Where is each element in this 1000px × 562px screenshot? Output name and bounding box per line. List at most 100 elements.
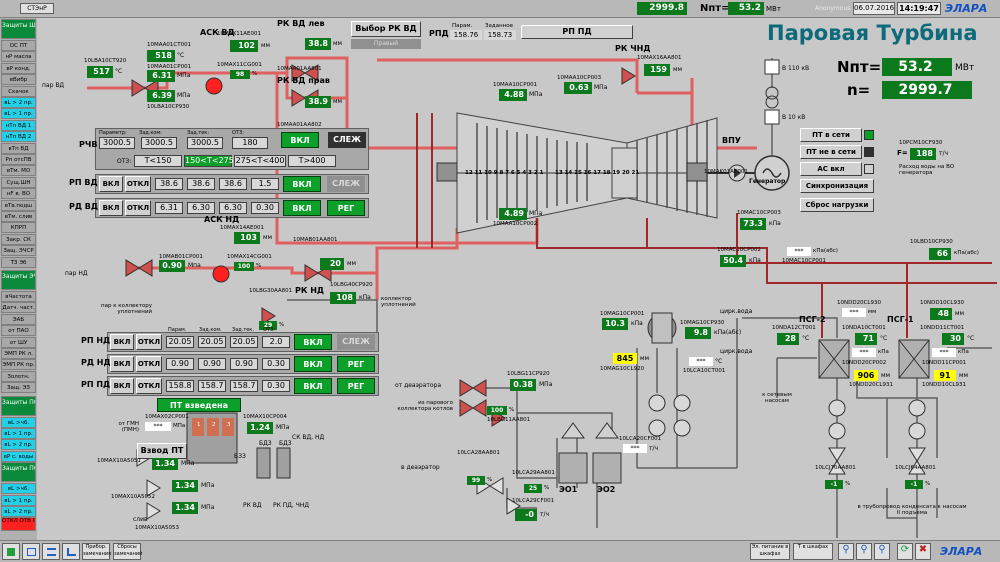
sidebar-protection-item[interactable]: вТм. слив: [1, 211, 36, 222]
rp-vd-mode[interactable]: СЛЕЖ: [327, 176, 365, 192]
sidebar-protection-item[interactable]: Защ. ЭЧСР: [1, 245, 36, 257]
sidebar-protection-item[interactable]: нF в. ВО: [1, 188, 36, 200]
rk-nd-press-value: 108: [330, 292, 356, 304]
chart-icon[interactable]: [62, 543, 80, 560]
sidebar-protection-item[interactable]: вЧастота: [1, 291, 36, 302]
sidebar-protection-item[interactable]: вТп ВД: [1, 142, 36, 154]
sidebar-protection-item[interactable]: от ПАО: [1, 325, 36, 337]
psg1-level-unit: мм: [959, 372, 969, 379]
sidebar-protection-item[interactable]: вL > 2 пр.: [1, 506, 36, 517]
rp-nd-on-button[interactable]: ВКЛ: [110, 334, 134, 350]
as-on-button[interactable]: АС вкл: [800, 162, 862, 176]
rk-chnd-value: 159: [644, 64, 670, 76]
pt-not-in-net-button[interactable]: ПТ не в сети: [800, 145, 862, 159]
mac-p3-tag: 10MAC10CP003: [737, 210, 781, 216]
pt-in-net-button[interactable]: ПТ в сети: [800, 128, 862, 142]
sidebar-protection-item[interactable]: Сущ.ШН: [1, 176, 36, 188]
rchv-on-button[interactable]: ВКЛ: [281, 132, 319, 148]
rp-pd-on-button[interactable]: ВКЛ: [110, 378, 134, 394]
rk-vd-lev-tag: 10MAA01AA801: [277, 66, 322, 72]
sidebar-protection-item[interactable]: ОС ПТ: [1, 40, 36, 51]
sidebar-protection-item[interactable]: ОТКЛ ОТВ ОТОПЛ.: [1, 517, 36, 532]
sidebar-protection-item[interactable]: Золотн.: [1, 370, 36, 382]
psg1-label: ПСГ-1: [887, 315, 914, 324]
rp-vd-mode-on[interactable]: ВКЛ: [283, 176, 321, 192]
reset-remarks-button[interactable]: Сбросы замечаний: [113, 543, 142, 560]
rp-vd-off-button[interactable]: ОТКЛ: [125, 176, 151, 192]
zoom-out-icon[interactable]: ⚲: [856, 543, 872, 560]
rchv-range-2[interactable]: 150<T<275: [184, 155, 234, 167]
rp-pd-mode[interactable]: РЕГ: [337, 378, 375, 394]
sidebar-protection-item[interactable]: Закр. СК: [1, 233, 36, 245]
rchv-range-3[interactable]: 275<T<400: [234, 155, 286, 167]
rchv-mode-button[interactable]: СЛЕЖ: [328, 132, 366, 148]
stenr-button[interactable]: СТЭнР: [20, 3, 54, 14]
sidebar-protection-item[interactable]: вL >ч6.: [1, 416, 36, 428]
zoom-in-icon[interactable]: ⚲: [838, 543, 854, 560]
rchv-range-4[interactable]: T>400: [288, 155, 336, 167]
list-icon[interactable]: [42, 543, 60, 560]
elara-logo-top: ЭЛАРА: [945, 2, 988, 15]
cabinet-temp-button[interactable]: T в шкафах: [793, 543, 833, 560]
sidebar-protection-item[interactable]: нТп ВД 2: [1, 131, 36, 143]
sidebar-protection-item[interactable]: вL > 2 пр.: [1, 439, 36, 451]
windows-icon[interactable]: [22, 543, 40, 560]
select-rk-vd-button[interactable]: Выбор РК ВД: [351, 21, 421, 37]
rchv-param: 3000.5: [99, 137, 135, 149]
rd-nd-mode[interactable]: РЕГ: [337, 356, 375, 372]
sidebar-protection-item[interactable]: вТм. МО: [1, 165, 36, 177]
home-icon[interactable]: [2, 543, 20, 560]
sidebar-protection-item[interactable]: нТп ВД 1: [1, 119, 36, 131]
rp-nd-mode[interactable]: СЛЕЖ: [337, 334, 375, 350]
rd-vd-off-button[interactable]: ОТКЛ: [125, 200, 151, 216]
rd-nd-off-button[interactable]: ОТКЛ: [136, 356, 162, 372]
sidebar-protection-item[interactable]: вВибр: [1, 74, 36, 86]
close-icon[interactable]: ✖: [915, 543, 931, 560]
sidebar-protection-item[interactable]: вТв.подш: [1, 199, 36, 211]
refresh-icon[interactable]: ⟳: [897, 543, 913, 560]
cond-p1-unit: кПа: [631, 320, 643, 327]
sidebar-protection-item[interactable]: вL > 1 пр.: [1, 108, 36, 120]
rp-pd-button[interactable]: РП ПД: [521, 25, 633, 39]
sidebar-protection-item[interactable]: ТЗ Эб: [1, 256, 36, 268]
cond-p1-value: 10.3: [602, 318, 628, 330]
sidebar-protection-item[interactable]: КПРП: [1, 222, 36, 234]
rk-chnd-label: РК ЧНД: [615, 44, 651, 53]
sidebar-protection-item[interactable]: Скачок: [1, 85, 36, 97]
generator-label: Генератор: [749, 178, 786, 185]
sidebar-protection-item[interactable]: вL > 1 пр.: [1, 428, 36, 439]
sidebar-protection-item[interactable]: Датч. част.: [1, 302, 36, 314]
sidebar-protection-item[interactable]: от ШУ: [1, 336, 36, 348]
sidebar-protection-item[interactable]: ЭАБ: [1, 313, 36, 325]
rp-nd-off-button[interactable]: ОТКЛ: [136, 334, 162, 350]
sidebar-protection-item[interactable]: нР масла: [1, 51, 36, 63]
sidebar-protection-item[interactable]: вL >ч6.: [1, 483, 36, 495]
vzvod-tag5: 10MAX10A5053: [135, 525, 180, 531]
sidebar-protection-item[interactable]: вL > 2 пр.: [1, 97, 36, 108]
rd-vd-mode-on[interactable]: ВКЛ: [283, 200, 321, 216]
sidebar-protection-item[interactable]: Защ. ЭЗ: [1, 382, 36, 394]
rd-vd-on-button[interactable]: ВКЛ: [99, 200, 123, 216]
rp-pd-off-button[interactable]: ОТКЛ: [136, 378, 162, 394]
sync-button[interactable]: Синхронизация: [800, 179, 874, 193]
cabinet-power-button[interactable]: Эл. питание в шкафах: [750, 543, 790, 560]
rd-nd-mode-on[interactable]: ВКЛ: [294, 356, 332, 372]
sidebar-protection-item[interactable]: ЭМП РК л.: [1, 348, 36, 359]
rd-nd-on-button[interactable]: ВКЛ: [110, 356, 134, 372]
rp-vd-on-button[interactable]: ВКЛ: [99, 176, 123, 192]
arm-pt-button[interactable]: Взвод ПТ: [137, 443, 187, 459]
sidebar-protection-item[interactable]: вL > 1 пр.: [1, 494, 36, 506]
sidebar-protection-item[interactable]: вР с. воды: [1, 450, 36, 462]
device-remarks-button[interactable]: Прибор. замечания: [82, 543, 111, 560]
rp-pd-mode-on[interactable]: ВКЛ: [294, 378, 332, 394]
sidebar-protection-item[interactable]: ЭМП РК пр.: [1, 359, 36, 371]
sidebar-protection-item[interactable]: вР конд.: [1, 62, 36, 74]
sidebar-protection-item[interactable]: Рп отсПВ: [1, 154, 36, 165]
rd-nd-label: РД НД: [81, 358, 111, 367]
zoom-fit-icon[interactable]: ⚲: [874, 543, 890, 560]
load-reset-button[interactable]: Сброс нагрузки: [800, 198, 874, 212]
rd-vd-mode[interactable]: РЕГ: [327, 200, 365, 216]
rchv-range-1[interactable]: T<150: [134, 155, 182, 167]
psg2-p-value: ***: [852, 348, 876, 357]
rp-nd-mode-on[interactable]: ВКЛ: [294, 334, 332, 350]
